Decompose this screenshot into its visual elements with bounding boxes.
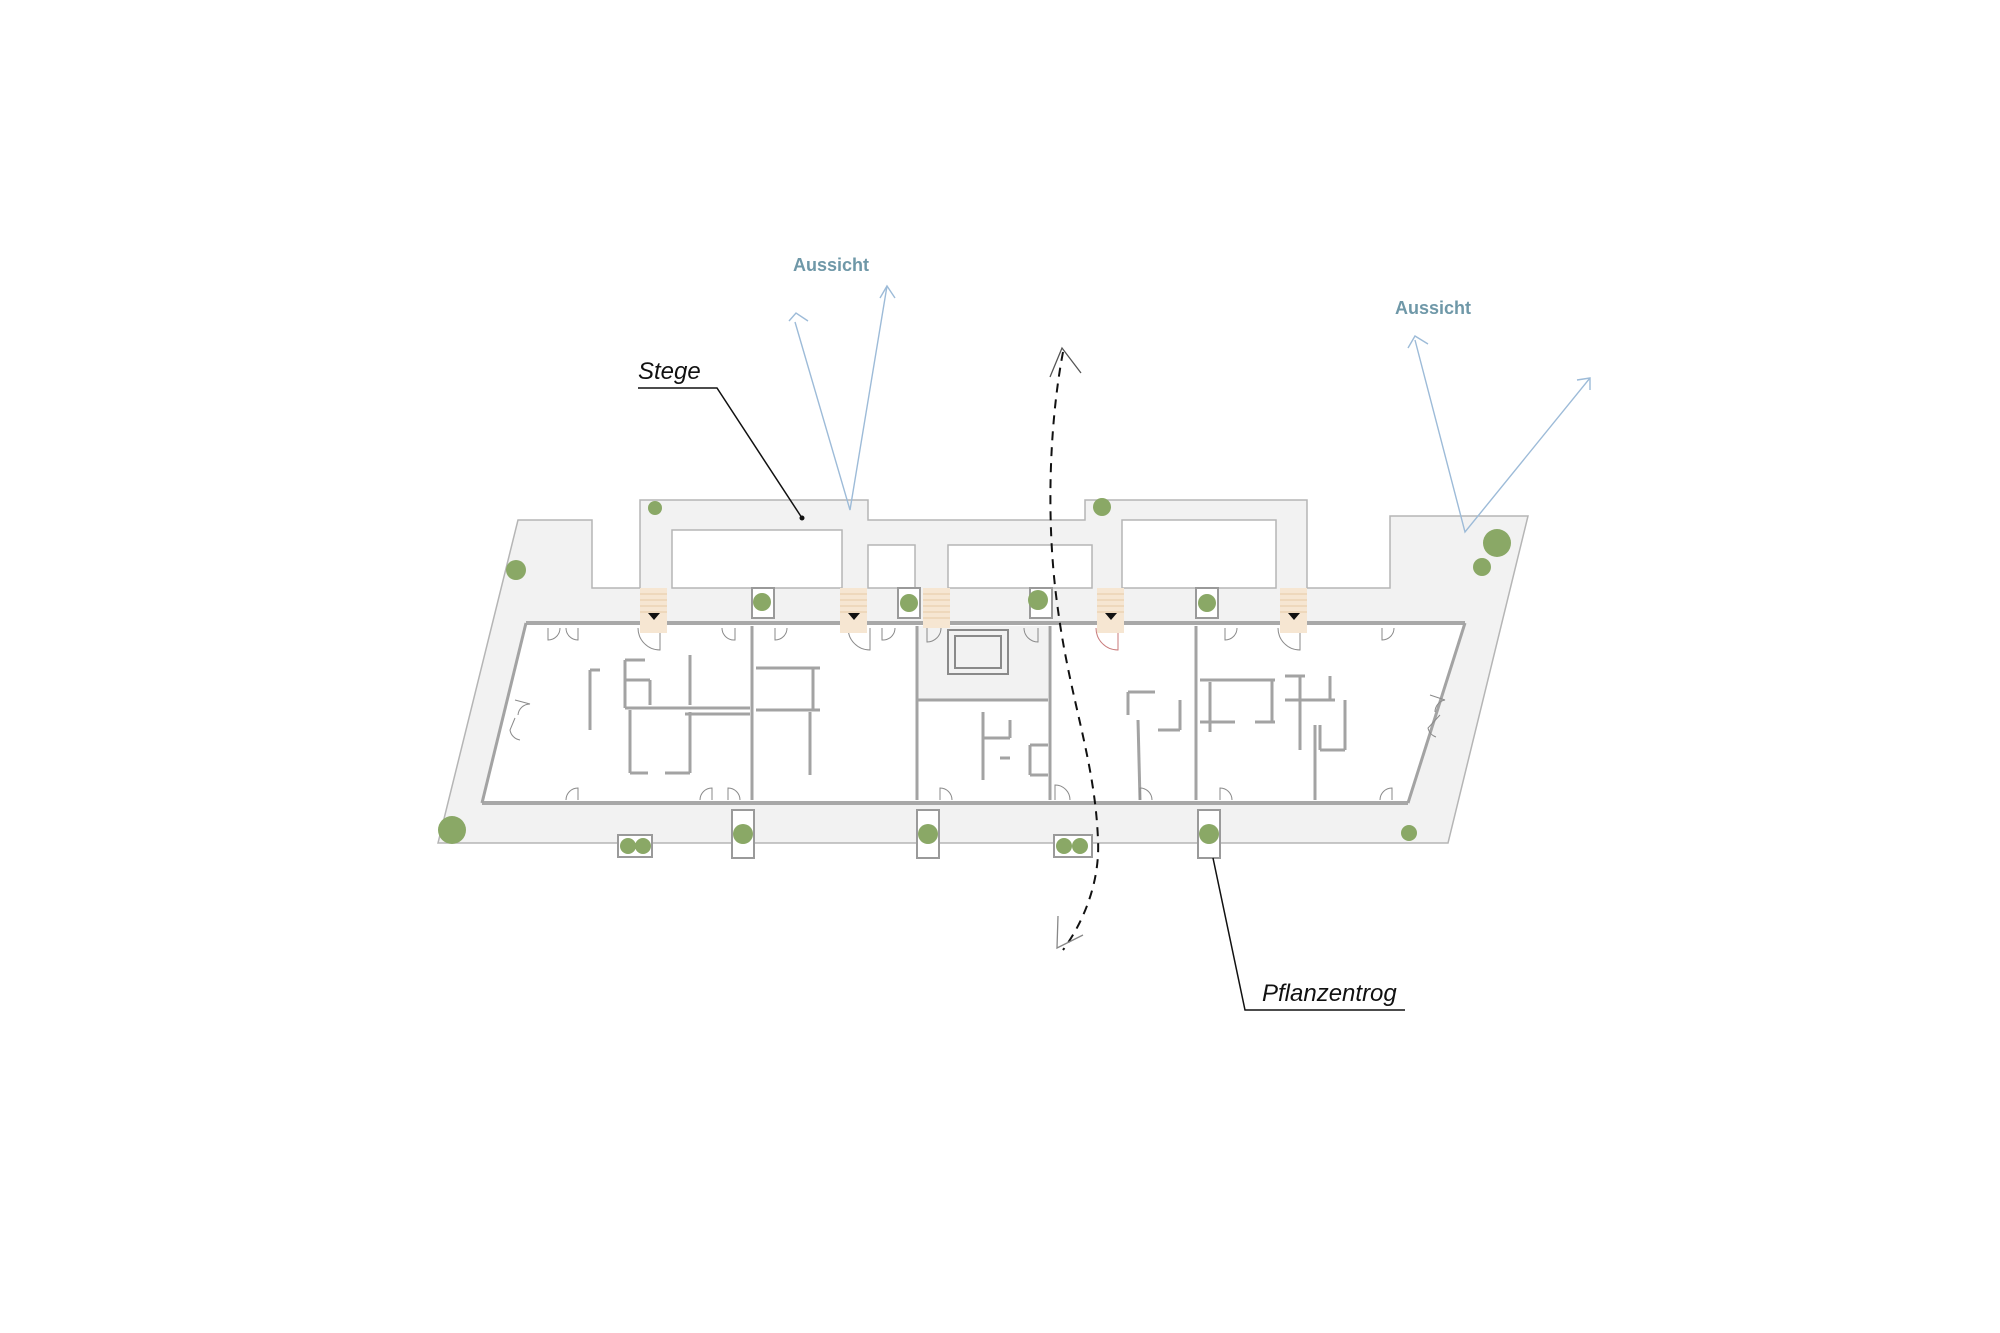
view-label-right: Aussicht (1395, 298, 1472, 318)
view-arrows (788, 284, 1591, 534)
circulation-path (1049, 346, 1100, 951)
plant-icons (438, 498, 1511, 854)
interior-walls (588, 626, 1347, 801)
entrance-stairs (640, 588, 1307, 633)
doors (509, 627, 1446, 801)
callout-leaders (638, 387, 1405, 1011)
view-label-left: Aussicht (793, 255, 870, 275)
terrace-deck (437, 499, 1529, 844)
entrance-arrow-icons (648, 613, 1300, 620)
walkways-label: Stege (638, 358, 701, 385)
planter-label: Pflanzentrog (1262, 980, 1397, 1007)
elevator-core (947, 629, 1009, 675)
